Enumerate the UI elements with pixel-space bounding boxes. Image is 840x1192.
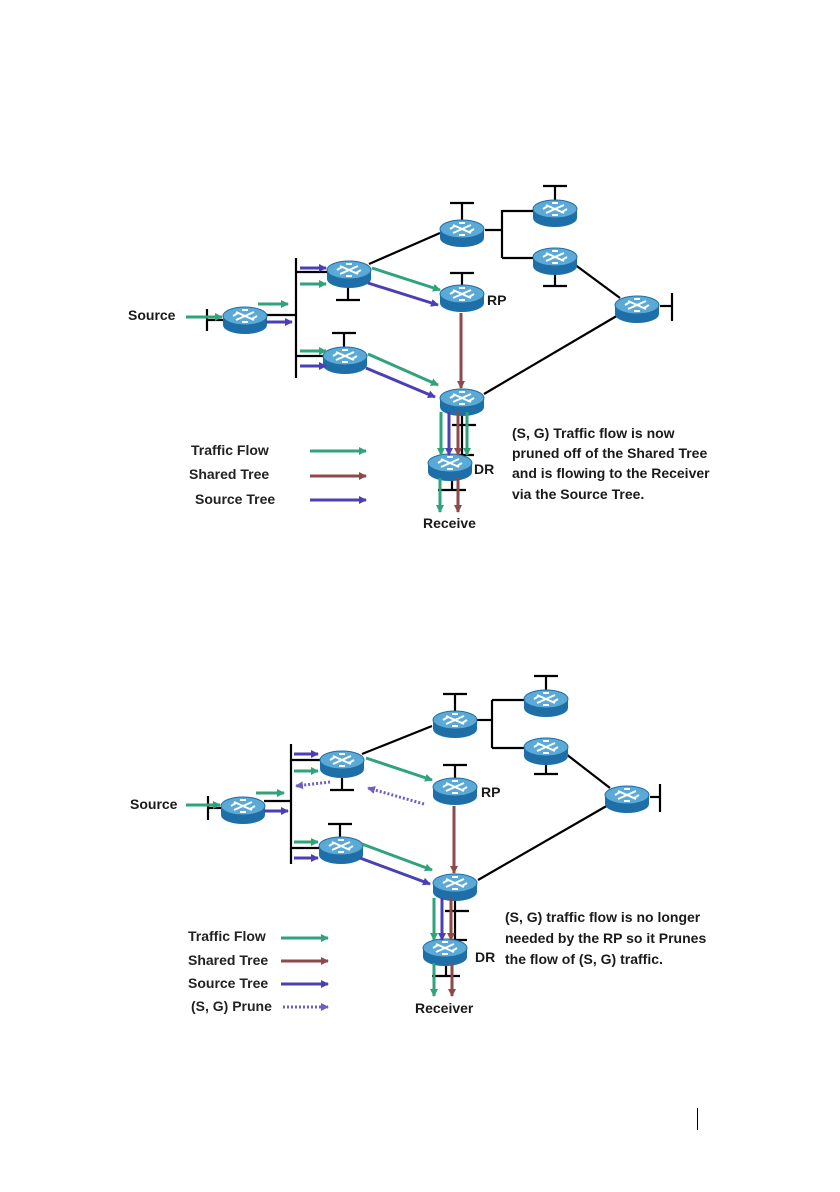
router-icon (532, 247, 578, 276)
router-icon (326, 260, 372, 289)
network-links (205, 184, 674, 492)
router-icon (614, 295, 660, 324)
router-icon (432, 710, 478, 739)
explanation-note: (S, G) traffic flow is no longer needed … (505, 909, 706, 967)
router-icon (439, 284, 485, 313)
legend-source-tree: Source Tree (188, 975, 268, 991)
legend: Traffic Flow Shared Tree Source Tree (189, 442, 367, 507)
router-icon (523, 737, 569, 766)
rp-label: RP (487, 292, 506, 308)
source-label: Source (130, 796, 178, 812)
router-icon (318, 836, 364, 865)
legend: Traffic Flow Shared Tree Source Tree (S,… (188, 928, 329, 1014)
router-icon (322, 346, 368, 375)
router-icon (439, 388, 485, 417)
router-icon (220, 796, 266, 825)
legend-shared-tree: Shared Tree (188, 952, 268, 968)
arrow-icon (367, 352, 439, 387)
dr-label: DR (475, 949, 495, 965)
arrow-icon (295, 780, 331, 790)
network-links (206, 674, 662, 978)
router-icon (432, 777, 478, 806)
router-icon (532, 199, 578, 228)
router-icon (222, 306, 268, 335)
diagram-sg-prune: Source RP DR Receiver Traffic Flow Share… (0, 560, 840, 1100)
router-icon (427, 453, 473, 482)
router-icon (422, 938, 468, 967)
flow-arrows (186, 264, 471, 513)
arrow-icon (359, 856, 431, 886)
arrow-icon (371, 266, 441, 292)
receiver-label: Receive (423, 515, 476, 531)
rp-label: RP (481, 784, 500, 800)
note-line: needed by the RP so it Prunes (505, 930, 706, 946)
flow-arrows (186, 750, 458, 997)
note-line: pruned off of the Shared Tree (512, 445, 707, 461)
source-label: Source (128, 307, 176, 323)
arrow-icon (361, 842, 433, 872)
arrow-icon (365, 366, 436, 399)
page-footer-rule (697, 1108, 698, 1130)
dr-label: DR (474, 461, 494, 477)
legend-traffic-flow: Traffic Flow (191, 442, 269, 458)
explanation-note: (S, G) Traffic flow is now pruned off of… (512, 425, 710, 502)
router-icon (432, 873, 478, 902)
router-icon (319, 750, 365, 779)
note-line: (S, G) Traffic flow is now (512, 425, 675, 441)
note-line: via the Source Tree. (512, 486, 644, 502)
note-line: and is flowing to the Receiver (512, 465, 710, 481)
receiver-label: Receiver (415, 1000, 474, 1016)
router-icon (604, 785, 650, 814)
router-icon (439, 219, 485, 248)
arrow-icon (367, 281, 439, 307)
diagram-source-tree-switchover: Source RP DR Receive Traffic Flow Shared… (0, 0, 840, 560)
legend-traffic-flow: Traffic Flow (188, 928, 266, 944)
legend-prune: (S, G) Prune (191, 998, 272, 1014)
diagram-2-canvas: Source RP DR Receiver Traffic Flow Share… (130, 674, 706, 1016)
legend-shared-tree: Shared Tree (189, 466, 269, 482)
legend-source-tree: Source Tree (195, 491, 275, 507)
router-icon (523, 689, 569, 718)
diagram-1-canvas: Source RP DR Receive Traffic Flow Shared… (128, 184, 710, 531)
note-line: (S, G) traffic flow is no longer (505, 909, 701, 925)
arrow-icon (367, 786, 425, 806)
note-line: the flow of (S, G) traffic. (505, 951, 663, 967)
arrow-icon (365, 756, 433, 782)
